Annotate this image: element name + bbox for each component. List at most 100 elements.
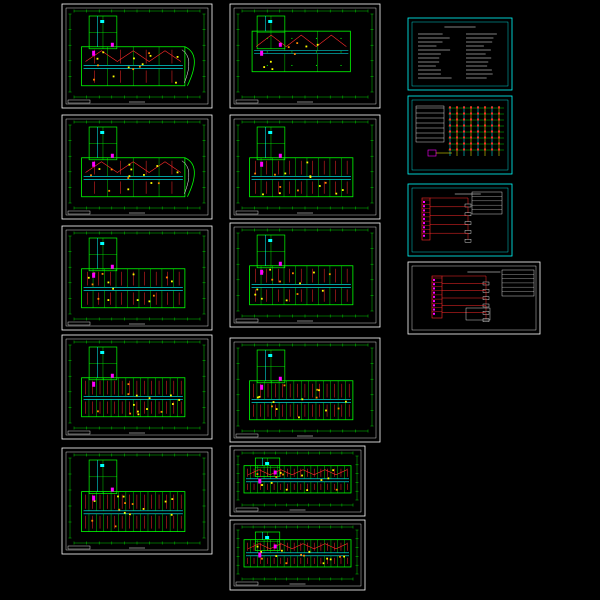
riser-node bbox=[456, 136, 458, 139]
sheet-system-diagram-1 bbox=[407, 183, 513, 257]
light-fixture bbox=[328, 273, 331, 276]
light-fixture bbox=[156, 165, 159, 167]
light-fixture bbox=[271, 405, 273, 408]
breaker-symbol bbox=[433, 312, 435, 315]
light-fixture bbox=[127, 393, 130, 396]
light-fixture bbox=[178, 399, 181, 401]
light-fixture bbox=[108, 189, 111, 192]
light-fixture bbox=[164, 500, 167, 503]
light-fixture bbox=[316, 43, 319, 46]
distribution-panel bbox=[92, 381, 96, 387]
light-fixture bbox=[270, 482, 273, 484]
light-fixture bbox=[296, 293, 299, 295]
distribution-panel bbox=[278, 42, 282, 47]
light-fixture bbox=[170, 394, 172, 397]
riser-node bbox=[456, 130, 458, 133]
breaker-symbol bbox=[423, 205, 425, 208]
title-block bbox=[67, 545, 91, 550]
light-fixture bbox=[143, 174, 145, 176]
light-fixture bbox=[285, 488, 288, 491]
title-block bbox=[67, 321, 91, 326]
riser-node bbox=[449, 124, 451, 127]
light-fixture bbox=[160, 410, 163, 413]
light-fixture bbox=[306, 161, 309, 164]
sheet-inner-border bbox=[233, 449, 362, 513]
light-fixture bbox=[326, 557, 329, 560]
light-fixture bbox=[97, 297, 100, 300]
light-fixture bbox=[91, 283, 94, 286]
sheet-plan-8 bbox=[229, 337, 381, 443]
sheet-plan-7 bbox=[61, 334, 213, 440]
riser-node bbox=[449, 112, 451, 115]
light-fixture bbox=[124, 502, 126, 504]
equipment-symbol bbox=[265, 536, 270, 539]
distribution-panel bbox=[273, 544, 277, 549]
sheet-outer-border bbox=[61, 225, 213, 331]
riser-node bbox=[463, 130, 465, 133]
distribution-panel bbox=[260, 269, 264, 275]
distribution-panel bbox=[110, 373, 114, 378]
light-fixture bbox=[114, 525, 117, 528]
sub-panel-symbol bbox=[464, 238, 472, 243]
light-fixture bbox=[138, 65, 141, 68]
light-fixture bbox=[142, 508, 145, 510]
riser-node bbox=[449, 136, 451, 139]
column-marker bbox=[340, 51, 342, 53]
light-fixture bbox=[315, 396, 318, 399]
title-block bbox=[235, 507, 259, 512]
light-fixture bbox=[269, 60, 272, 63]
riser-node bbox=[470, 136, 472, 139]
breaker-symbol bbox=[423, 234, 425, 237]
light-fixture bbox=[91, 519, 94, 522]
riser-node bbox=[491, 142, 493, 145]
main-building-outline bbox=[249, 265, 354, 306]
column-marker bbox=[315, 37, 317, 39]
distribution-panel bbox=[273, 470, 277, 475]
panel-stack bbox=[431, 275, 443, 319]
light-fixture bbox=[93, 500, 96, 502]
breaker-symbol bbox=[423, 230, 425, 233]
light-fixture bbox=[303, 554, 305, 557]
riser-node bbox=[477, 142, 479, 145]
sheet-inner-border bbox=[411, 265, 537, 331]
light-fixture bbox=[107, 281, 110, 284]
light-fixture bbox=[127, 383, 130, 386]
sheet-outer-border bbox=[407, 95, 513, 175]
riser-node bbox=[498, 148, 500, 151]
light-fixture bbox=[130, 168, 133, 171]
lighting-circuit bbox=[255, 34, 347, 48]
light-fixture bbox=[93, 78, 95, 81]
distribution-panel bbox=[278, 261, 282, 266]
title-block bbox=[235, 210, 259, 215]
title-block bbox=[67, 99, 91, 104]
light-fixture bbox=[325, 409, 327, 412]
column-marker bbox=[315, 51, 317, 53]
sheet-outer-border bbox=[407, 261, 541, 335]
riser-node bbox=[477, 124, 479, 127]
distribution-panel bbox=[258, 478, 262, 484]
light-fixture bbox=[131, 503, 134, 505]
breaker-symbol bbox=[433, 295, 435, 298]
light-fixture bbox=[87, 276, 90, 279]
light-fixture bbox=[170, 513, 173, 516]
column-marker bbox=[291, 64, 293, 66]
riser-node bbox=[449, 148, 451, 151]
sheet-inner-border bbox=[233, 523, 362, 587]
distribution-panel bbox=[92, 495, 96, 501]
riser-node bbox=[477, 130, 479, 133]
distribution-panel bbox=[110, 42, 114, 47]
riser-node bbox=[456, 118, 458, 121]
sheet-inner-border bbox=[233, 226, 377, 324]
riser-node bbox=[470, 142, 472, 145]
note-box bbox=[465, 307, 491, 321]
riser-node bbox=[498, 124, 500, 127]
breaker-symbol bbox=[433, 283, 435, 286]
sheet-riser-diagram bbox=[407, 95, 513, 175]
light-fixture bbox=[152, 294, 155, 297]
equipment-symbol bbox=[268, 20, 273, 23]
main-building-outline bbox=[251, 30, 351, 73]
sheet-plan-4 bbox=[229, 114, 381, 220]
equipment-symbol bbox=[265, 462, 270, 465]
sheet-inner-border bbox=[411, 187, 509, 253]
light-fixture bbox=[299, 282, 301, 285]
